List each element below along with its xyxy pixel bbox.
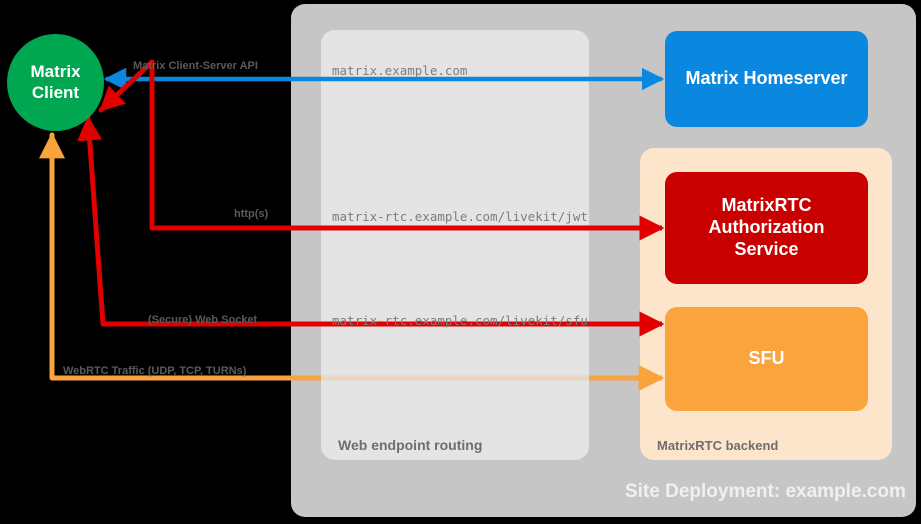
endpoint-livekit-sfu: matrix-rtc.example.com/livekit/sfu	[332, 313, 588, 328]
sfu-node[interactable]: SFU	[665, 307, 868, 411]
site-deployment-caption: Site Deployment: example.com	[625, 481, 906, 502]
matrix-client-node[interactable]: Matrix Client	[7, 34, 104, 131]
sfu-label: SFU	[748, 348, 785, 369]
edge-label-http: http(s)	[234, 208, 269, 220]
web-endpoint-routing-caption: Web endpoint routing	[338, 437, 483, 453]
matrix-client-label-line1: Matrix	[30, 62, 81, 82]
endpoint-matrix-example-com: matrix.example.com	[332, 63, 468, 78]
matrixrtc-backend-caption: MatrixRTC backend	[657, 438, 779, 453]
matrix-client-label-line2: Client	[31, 82, 80, 102]
auth-service-label-line2: Authorization	[708, 217, 825, 238]
endpoint-livekit-jwt: matrix-rtc.example.com/livekit/jwt	[332, 209, 588, 224]
auth-service-label-line3: Service	[734, 238, 799, 259]
edge-label-client-server-api: Matrix Client-Server API	[133, 60, 258, 72]
matrix-homeserver-label: Matrix Homeserver	[685, 68, 848, 89]
edge-webrtc-traffic	[39, 132, 865, 391]
matrixrtc-authorization-service-node[interactable]: MatrixRTC Authorization Service	[665, 172, 868, 284]
auth-service-label-line1: MatrixRTC	[721, 195, 812, 216]
matrix-homeserver-node[interactable]: Matrix Homeserver	[665, 31, 868, 127]
edge-label-webrtc-traffic: WebRTC Traffic (UDP, TCP, TURNs)	[63, 365, 247, 377]
edge-secure-websocket	[77, 115, 665, 337]
edge-label-secure-websocket: (Secure) Web Socket	[148, 314, 258, 326]
